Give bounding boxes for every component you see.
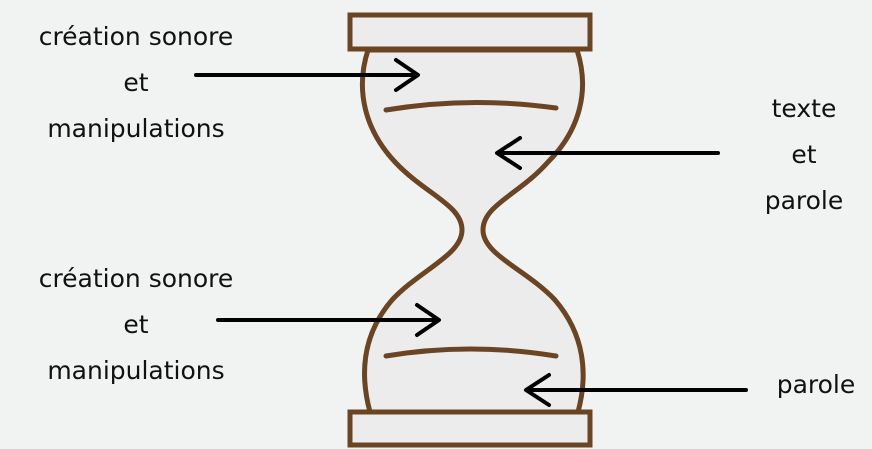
label-line: création sonore (38, 22, 234, 51)
upper-sand-line (383, 99, 559, 113)
label-line: parole (776, 370, 856, 399)
label-line: parole (764, 186, 844, 215)
arrow-bottom-left (216, 303, 441, 337)
label-bottom-right: parole (760, 362, 872, 408)
label-line: et (123, 68, 149, 97)
label-line: et (791, 140, 817, 169)
label-line: manipulations (47, 114, 225, 143)
hourglass-top-cap (347, 12, 593, 52)
hourglass-bottom-cap (347, 409, 593, 448)
label-line: manipulations (47, 356, 225, 385)
label-mid-right: texte et parole (740, 86, 868, 224)
label-line: création sonore (38, 264, 234, 293)
label-line: texte (771, 94, 837, 123)
label-bottom-left: création sonore et manipulations (0, 256, 272, 394)
lower-sand-line (383, 346, 559, 359)
arrow-mid-right (495, 136, 720, 170)
arrow-top-left (194, 58, 420, 92)
label-top-left: création sonore et manipulations (0, 14, 272, 152)
arrow-bottom-right (524, 373, 748, 407)
label-line: et (123, 310, 149, 339)
